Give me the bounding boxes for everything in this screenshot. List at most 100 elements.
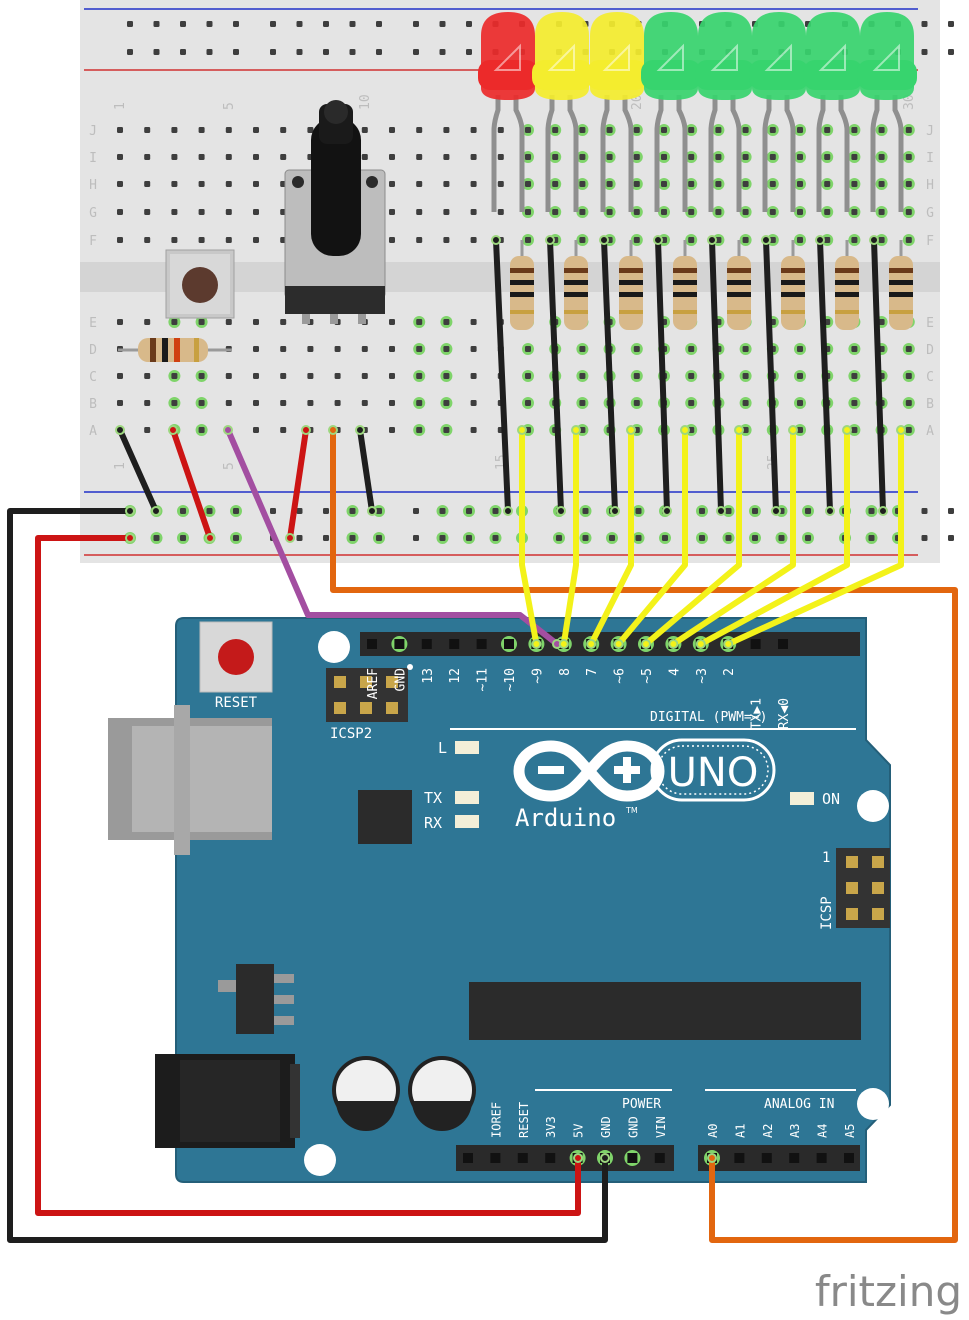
breadboard-hole	[688, 373, 695, 379]
breadboard-hole	[699, 535, 705, 541]
breadboard-hole	[416, 319, 423, 325]
breadboard-hole	[824, 237, 831, 243]
potentiometer[interactable]	[284, 100, 386, 324]
led-yellow	[587, 12, 647, 212]
digital-pin-label: 4	[667, 668, 682, 676]
breadboard-hole	[171, 400, 178, 406]
breadboard-hole	[552, 209, 559, 215]
breadboard-hole	[921, 508, 928, 514]
breadboard-hole	[198, 237, 205, 243]
breadboard-hole	[470, 373, 477, 379]
digital-pin-label: 13	[421, 668, 436, 684]
breadboard-hole	[144, 154, 151, 160]
breadboard-hole	[497, 127, 504, 133]
breadboard-hole	[225, 154, 232, 160]
breadboard-hole	[389, 400, 395, 406]
wire-led-signal	[519, 427, 540, 647]
breadboard-hole	[307, 400, 314, 406]
breadboard-hole	[633, 209, 640, 215]
push-button[interactable]	[165, 249, 235, 319]
column-number: 1	[113, 462, 128, 470]
led-green	[641, 12, 701, 212]
led-l-label: L	[438, 739, 447, 757]
breadboard-hole	[797, 427, 803, 433]
breadboard-hole	[742, 181, 749, 187]
breadboard-hole	[389, 154, 395, 160]
breadboard-hole	[878, 154, 885, 160]
power-label: POWER	[622, 1097, 661, 1112]
breadboard-hole	[742, 427, 749, 433]
breadboard-hole	[905, 181, 912, 187]
breadboard-hole	[153, 49, 160, 55]
breadboard-hole	[633, 127, 640, 133]
wire-led-signal	[725, 427, 904, 647]
breadboard-hole	[296, 508, 303, 514]
mount-hole	[304, 1144, 336, 1176]
reset-button[interactable]	[199, 621, 273, 693]
breadboard-hole	[797, 181, 803, 187]
breadboard-hole	[253, 319, 259, 325]
led-l	[455, 741, 479, 754]
breadboard-hole	[470, 154, 477, 160]
voltage-regulator	[218, 964, 294, 1034]
row-letter: B	[89, 397, 97, 412]
led-green	[857, 12, 917, 212]
breadboard-hole	[725, 535, 732, 541]
breadboard-hole	[180, 49, 186, 55]
breadboard-hole	[878, 209, 885, 215]
digital-pin-label: 12	[448, 668, 463, 684]
breadboard-hole	[905, 154, 912, 160]
column-number: 5	[222, 102, 237, 110]
led-resistor	[564, 240, 588, 330]
column-number: 5	[222, 462, 237, 470]
breadboard-hole	[635, 508, 642, 514]
breadboard-hole	[206, 508, 213, 514]
breadboard-hole	[389, 427, 395, 433]
breadboard-hole	[198, 181, 205, 187]
breadboard-hole	[144, 400, 151, 406]
breadboard-hole	[225, 181, 232, 187]
breadboard-hole	[253, 209, 259, 215]
breadboard-hole	[582, 535, 589, 541]
breadboard-hole	[470, 237, 477, 243]
reset-label: RESET	[215, 695, 258, 711]
breadboard-hole	[144, 209, 151, 215]
row-letter: C	[89, 370, 97, 385]
breadboard-hole	[905, 237, 912, 243]
icsp2-header	[326, 668, 408, 722]
led-yellow	[532, 12, 592, 212]
breadboard-hole	[253, 346, 259, 352]
breadboard-hole	[270, 508, 276, 514]
breadboard-hole	[805, 535, 811, 541]
breadboard-hole	[280, 154, 287, 160]
breadboard-hole	[470, 181, 477, 187]
breadboard-hole	[253, 154, 259, 160]
wire-led-gnd	[493, 237, 511, 514]
digital-pin-label: ~9	[530, 668, 545, 684]
breadboard-hole	[556, 535, 562, 541]
breadboard-hole	[492, 535, 499, 541]
breadboard-hole	[443, 181, 450, 187]
breadboard-hole	[525, 154, 531, 160]
breadboard-hole	[851, 373, 858, 379]
breadboard-hole	[416, 181, 423, 187]
breadboard-hole	[742, 237, 749, 243]
breadboard-hole	[752, 508, 758, 514]
led-on-label: ON	[822, 790, 840, 808]
led-rx	[455, 815, 479, 828]
analog-pin-label: A5	[843, 1124, 857, 1138]
row-letter: E	[89, 316, 97, 331]
breadboard-hole	[349, 49, 356, 55]
breadboard-hole	[127, 21, 133, 27]
breadboard-hole	[797, 209, 803, 215]
breadboard-hole	[361, 154, 368, 160]
breadboard-hole	[416, 346, 423, 352]
breadboard-hole	[443, 154, 450, 160]
breadboard-hole	[416, 209, 423, 215]
breadboard-hole	[778, 535, 785, 541]
breadboard-hole	[389, 181, 395, 187]
digital-pin-label: GND	[393, 668, 408, 692]
power-pin-label: VIN	[654, 1116, 668, 1138]
breadboard-hole	[688, 209, 695, 215]
breadboard-hole	[349, 21, 356, 27]
